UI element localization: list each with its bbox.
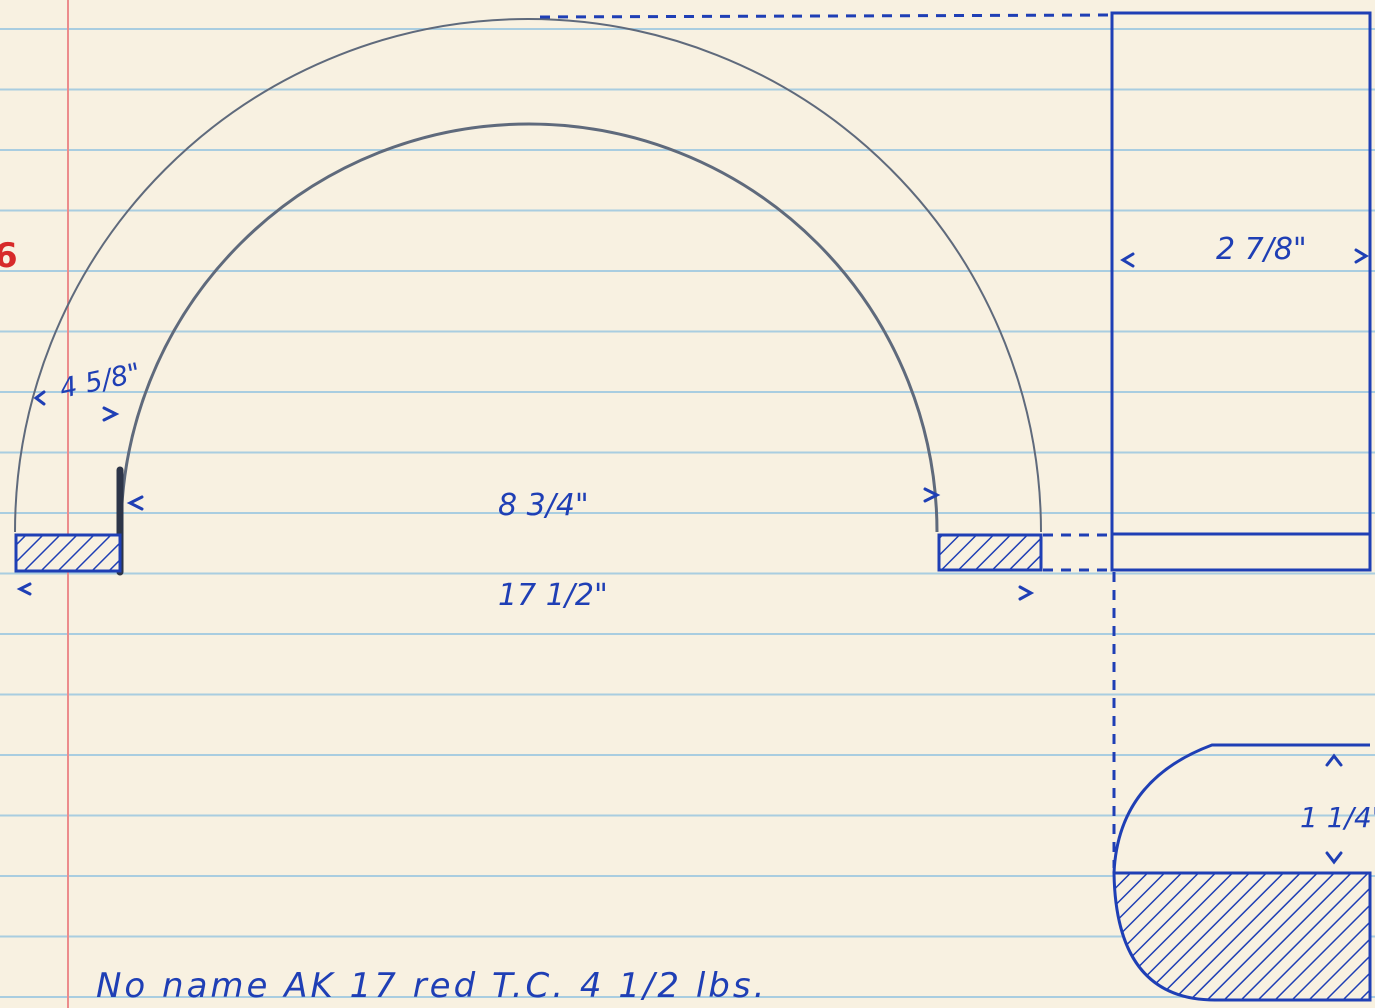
dimension-arrows [16,248,1369,865]
ring-width-label: 4 5/8" [57,358,143,405]
side-view [1110,11,1372,572]
projection-lines [539,13,1116,868]
margin-line [67,0,69,1008]
left-section [14,533,122,573]
inner-arc [119,122,939,533]
edge-height-label: 1 1/4" [1300,801,1375,834]
inner-span-label: 8 3/4" [498,488,589,523]
margin-number: 6 [0,236,18,276]
thickness-label: 2 7/8" [1216,232,1307,267]
outer-arc [14,18,1042,533]
caption: No name AK 17 red T.C. 4 1/2 lbs. [96,966,767,1006]
outer-span-label: 17 1/2" [498,578,608,613]
right-section [937,533,1043,572]
cross-section [1112,743,1372,1002]
